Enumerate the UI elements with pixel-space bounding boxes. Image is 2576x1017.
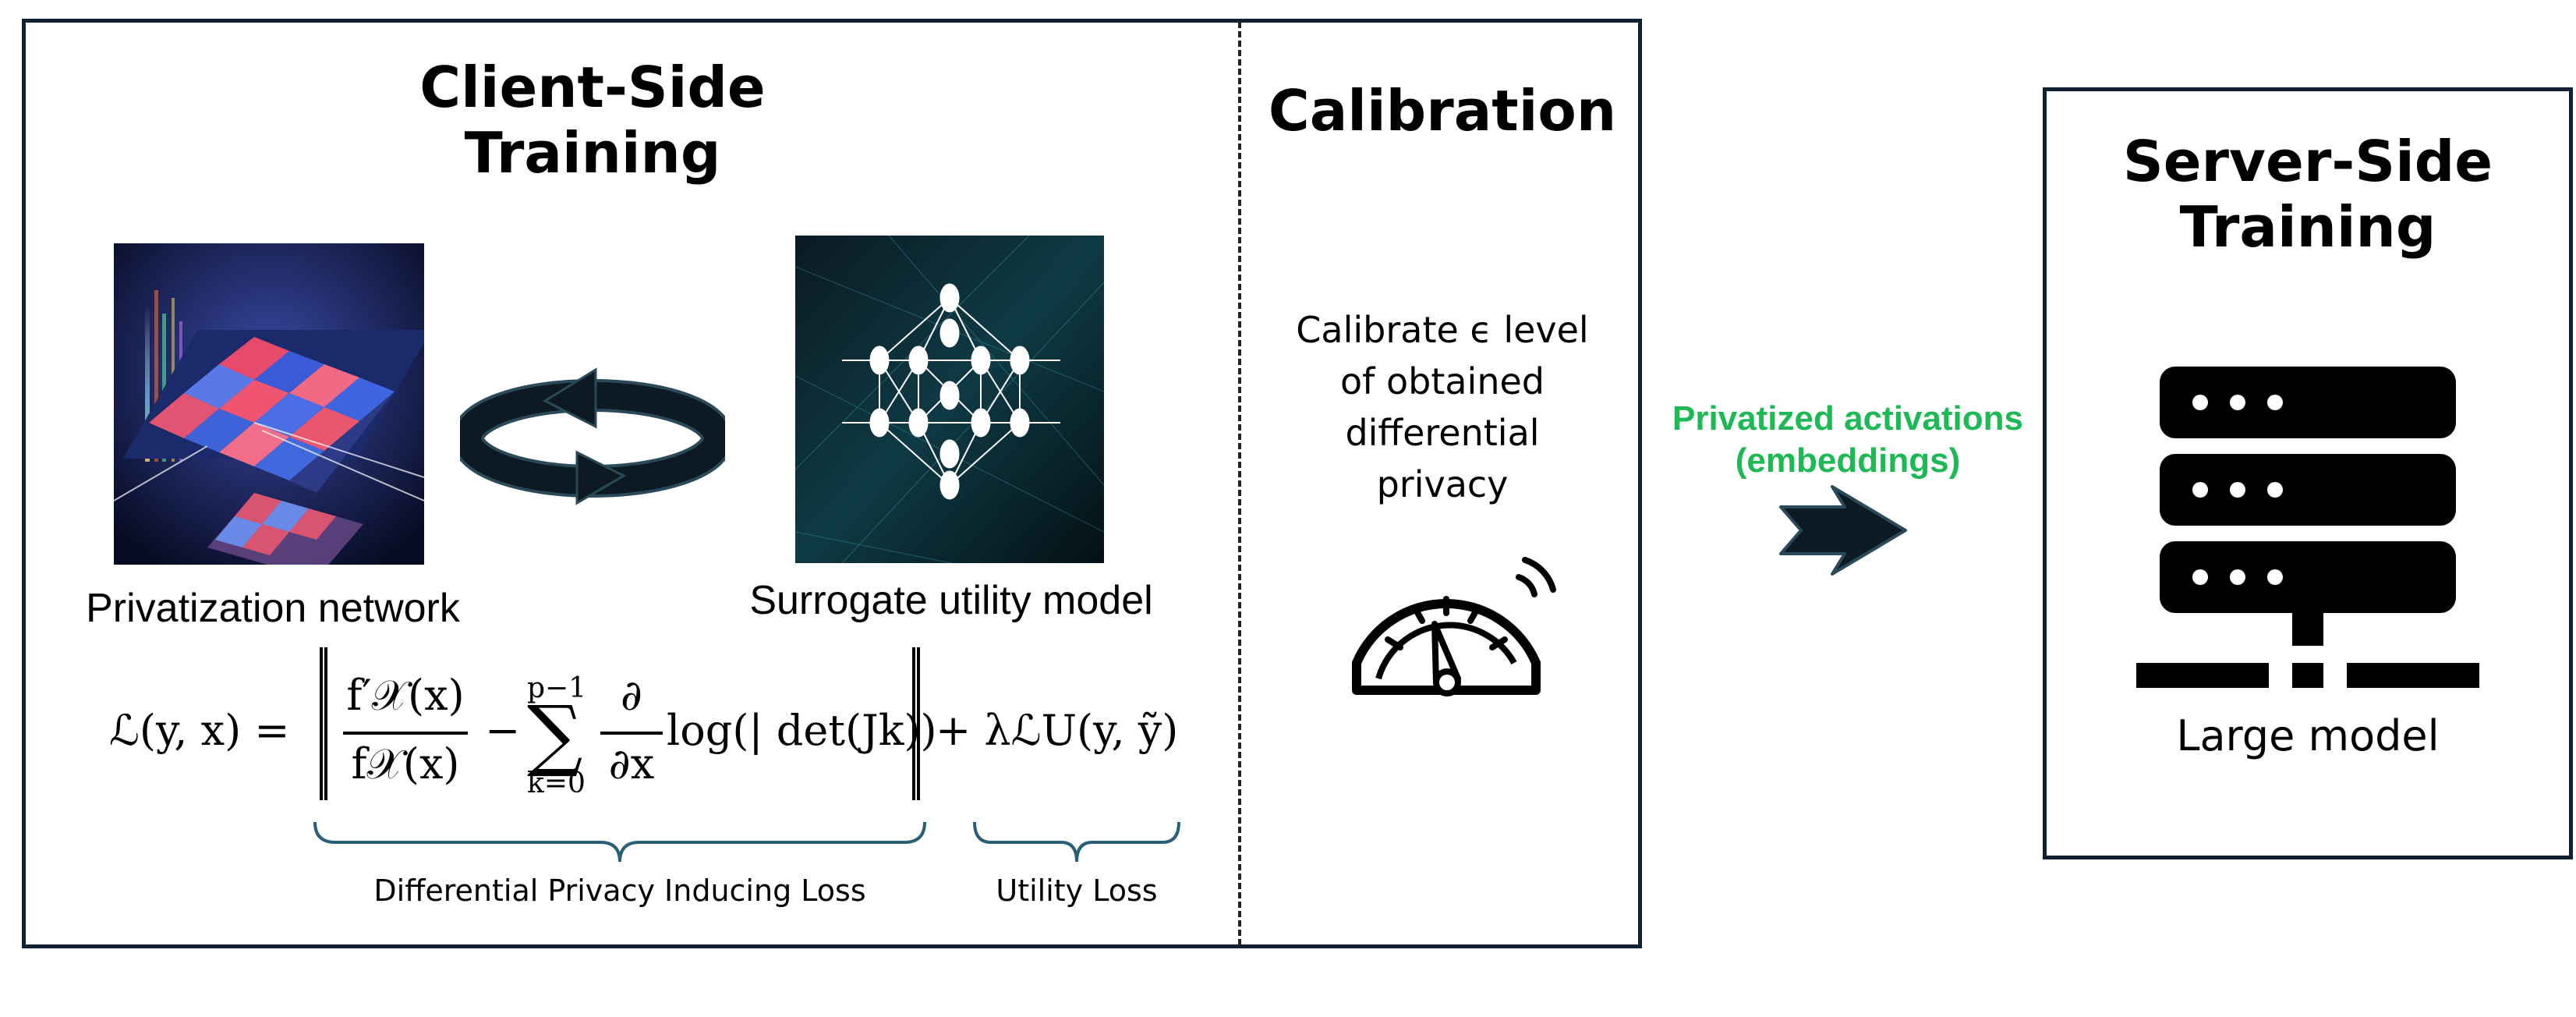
surrogate-model-image [795,236,1104,563]
privatized-activations-label: Privatized activations (embeddings) [1645,398,2051,482]
privatization-network-caption: Privatization network [47,585,499,632]
client-side-title: Client-Side Training [343,55,842,186]
utility-loss-label: Utility Loss [971,873,1182,908]
large-model-label: Large model [2058,711,2557,760]
fraction-bar [343,732,468,735]
minus-sign: − [485,706,520,755]
fraction-denominator: f𝒳(x) [343,739,468,789]
privatization-network-image [114,243,424,565]
dp-loss-brace [312,819,928,866]
right-arrow-icon [1778,484,1910,577]
calibration-description: Calibrate ϵ level of obtained differenti… [1247,304,1637,510]
utility-term: + λℒU(y, ỹ) [936,706,1178,755]
speedometer-icon [1341,546,1567,702]
sum-lower-limit: k=0 [527,767,586,799]
norm-bar-left [320,647,327,800]
log-det-term: log(| det(Jk)) [667,706,937,755]
dp-loss-label: Differential Privacy Inducing Loss [312,873,928,908]
partial-numerator: ∂ [600,671,663,720]
sum-symbol: ∑ [527,696,582,774]
norm-bar-right [912,647,920,800]
server-side-title: Server-Side Training [2058,129,2557,260]
partial-denominator: ∂x [600,739,663,788]
fraction-numerator: f′𝒳(x) [343,671,468,721]
surrogate-model-caption: Surrogate utility model [717,577,1185,624]
utility-loss-brace [971,819,1182,866]
partial-fraction-bar [600,732,663,735]
cycle-arrows-icon [460,367,725,507]
server-icon [2136,367,2479,694]
section-divider [1238,22,1241,945]
calibration-title: Calibration [1247,78,1637,144]
formula-lhs: ℒ(y, x) = [109,706,290,755]
